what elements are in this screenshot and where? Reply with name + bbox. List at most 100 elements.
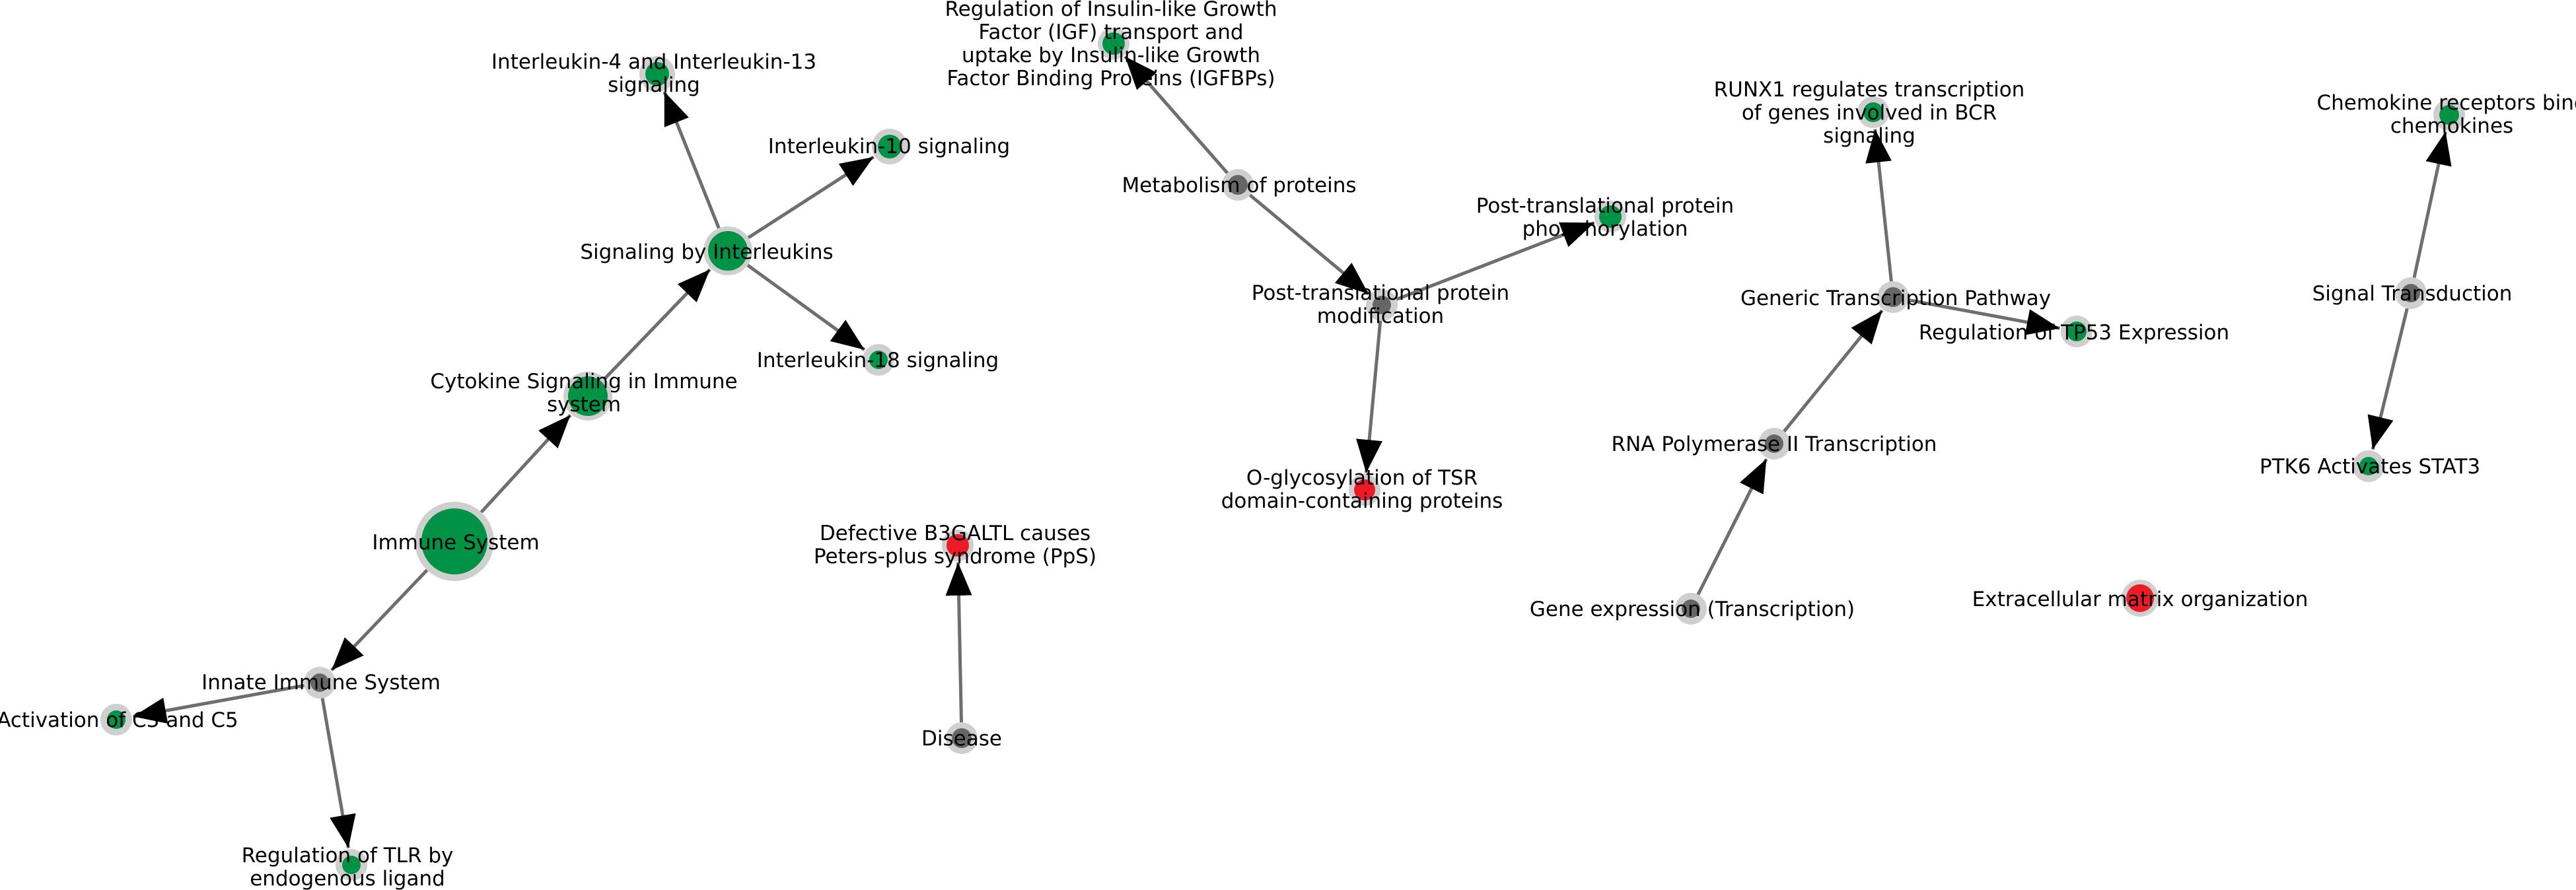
node-il4[interactable] <box>639 56 675 92</box>
node-core-intermediate <box>952 728 972 748</box>
edge-cytokine-to-interleukins <box>603 268 711 380</box>
node-oglyc[interactable] <box>1349 474 1380 506</box>
node-label-geneexp: Gene expression (Transcription) <box>1530 598 1855 621</box>
node-ptm[interactable] <box>1366 289 1398 321</box>
node-label-line: Interleukin-18 signaling <box>757 349 999 372</box>
node-ecm[interactable] <box>2122 580 2159 617</box>
edges-layer <box>133 55 2452 848</box>
node-core-up <box>2067 322 2087 341</box>
node-label-line: Signaling by Interleukins <box>580 240 833 264</box>
node-metab[interactable] <box>1222 169 1254 201</box>
node-label-line: Activation of C3 and C5 <box>0 708 238 732</box>
node-interleukins[interactable] <box>703 226 752 275</box>
node-label-line: Regulation of TP53 Expression <box>1919 321 2229 345</box>
node-core-down <box>2126 584 2154 612</box>
node-ptk6[interactable] <box>2353 450 2384 482</box>
node-label-il10: Interleukin-10 signaling <box>768 135 1010 158</box>
node-core-up <box>568 376 608 416</box>
edge-interleukins-to-il18 <box>746 263 866 351</box>
node-core-up <box>1102 32 1125 55</box>
node-rnapol[interactable] <box>1758 428 1790 460</box>
node-core-up <box>342 856 361 874</box>
node-label-line: Post-translational protein <box>1476 194 1734 218</box>
edge-signal-to-ptk6 <box>2367 308 2409 450</box>
node-label-line: RNA Polymerase II Transcription <box>1612 432 1937 456</box>
edge-immune-to-cytokine <box>480 414 572 514</box>
edge-geneexp-to-rnapol <box>1696 458 1768 596</box>
node-generic[interactable] <box>1877 281 1909 313</box>
edge-signal-to-chemo <box>2412 131 2452 279</box>
node-label-line: signaling <box>1823 124 1915 148</box>
node-label-generic: Generic Transcription Pathway <box>1740 287 2051 310</box>
node-label-line: chemokines <box>2390 114 2513 138</box>
node-core-up <box>645 62 669 86</box>
node-label-line: Peters-plus syndrome (PpS) <box>814 545 1096 568</box>
node-label-metab: Metabolism of proteins <box>1122 174 1356 197</box>
edge-rnapol-to-generic <box>1783 309 1884 432</box>
node-signal[interactable] <box>2395 277 2427 309</box>
node-label-ecm: Extracellular matrix organization <box>1972 588 2308 611</box>
node-cytokine[interactable] <box>563 372 612 421</box>
node-core-intermediate <box>2402 284 2420 302</box>
node-label-c3c5: Activation of C3 and C5 <box>0 708 238 732</box>
node-core-intermediate <box>1373 296 1391 314</box>
node-disease[interactable] <box>946 722 978 754</box>
edge-metab-to-ptm <box>1248 193 1370 296</box>
edge-ptm-to-oglyc <box>1356 320 1382 473</box>
node-core-down <box>947 534 969 557</box>
node-label-line: Metabolism of proteins <box>1122 174 1356 197</box>
node-core-up <box>869 351 888 369</box>
node-chemo[interactable] <box>2433 99 2465 131</box>
edge-ptm-to-phos <box>1396 221 1595 301</box>
node-core-down <box>1354 479 1375 500</box>
node-c3c5[interactable] <box>100 704 132 736</box>
node-core-intermediate <box>1682 599 1700 618</box>
node-core-intermediate <box>310 673 329 692</box>
node-label-line: Interleukin-4 and Interleukin-13 <box>491 50 816 74</box>
edge-innate-to-c3c5 <box>133 683 304 724</box>
node-label-line: Disease <box>921 727 1002 751</box>
node-label-line: phosphorylation <box>1522 217 1688 241</box>
node-label-line: Regulation of Insulin-like Growth <box>945 0 1277 21</box>
node-label-line: of genes involved in BCR <box>1742 101 1997 125</box>
node-label-line: Factor Binding Proteins (IGFBPs) <box>947 67 1275 90</box>
node-core-up <box>2359 457 2378 475</box>
node-core-intermediate <box>1228 175 1248 195</box>
node-runx1[interactable] <box>1857 96 1889 128</box>
node-label-innate: Innate Immune System <box>201 671 441 695</box>
node-igf[interactable] <box>1098 28 1129 59</box>
node-b3galtl[interactable] <box>942 530 974 561</box>
node-tlr[interactable] <box>336 849 367 881</box>
node-phos[interactable] <box>1594 201 1626 232</box>
node-label-line: O-glycosylation of TSR <box>1246 466 1478 490</box>
node-label-line: RUNX1 regulates transcription <box>1714 78 2025 102</box>
node-il10[interactable] <box>872 129 908 164</box>
node-label-immune: Immune System <box>372 531 539 555</box>
node-il18[interactable] <box>863 344 894 376</box>
node-label-line: uptake by Insulin-like Growth <box>962 44 1260 67</box>
node-geneexp[interactable] <box>1675 593 1707 625</box>
node-immune[interactable] <box>415 502 494 581</box>
node-label-line: Cytokine Signaling in Immune <box>430 370 737 394</box>
node-core-up <box>1863 102 1883 122</box>
nodes-layer <box>100 28 2465 881</box>
node-label-line: Post-translational protein <box>1252 281 1509 305</box>
node-label-line: Generic Transcription Pathway <box>1740 287 2051 310</box>
node-tp53[interactable] <box>2061 316 2093 347</box>
node-core-intermediate <box>1883 287 1903 307</box>
edge-immune-to-innate <box>330 568 429 671</box>
node-label-line: PTK6 Activates STAT3 <box>2260 455 2480 479</box>
node-label-line: Signal Transduction <box>2312 282 2513 306</box>
node-label-disease: Disease <box>921 727 1002 751</box>
node-label-line: Innate Immune System <box>201 671 441 695</box>
node-label-line: Extracellular matrix organization <box>1972 588 2308 611</box>
edge-disease-to-b3galtl <box>945 562 972 723</box>
node-innate[interactable] <box>304 667 336 699</box>
